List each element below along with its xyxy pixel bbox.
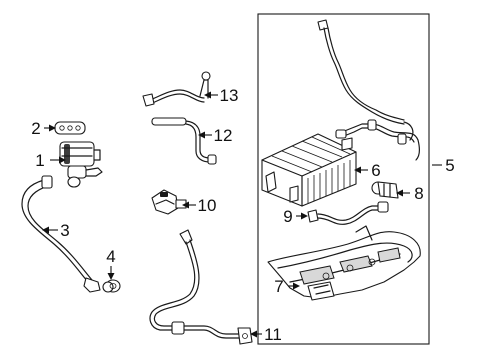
callout-10: 10 — [198, 196, 217, 215]
callout-2: 2 — [31, 119, 40, 138]
part-1-purge-valve — [59, 141, 103, 188]
part-12-vacuum-line — [151, 117, 217, 165]
part-11-hose — [149, 229, 253, 345]
assembly-box — [257, 13, 430, 345]
callout-5: 5 — [445, 156, 454, 175]
callout-13: 13 — [220, 86, 239, 105]
callout-4: 4 — [106, 247, 115, 266]
part-5-top-hose — [317, 19, 420, 161]
callout-9: 9 — [283, 207, 292, 226]
callout-6: 6 — [371, 161, 380, 180]
part-10-connector — [151, 189, 187, 215]
part-8-valve — [371, 181, 399, 199]
part-7-tray — [267, 225, 421, 301]
callout-11: 11 — [264, 325, 282, 344]
part-3-hose — [21, 175, 101, 293]
part-4-fitting — [102, 279, 121, 293]
part-13-tube — [142, 71, 211, 107]
callout-3: 3 — [60, 221, 69, 240]
callout-8: 8 — [414, 184, 423, 203]
callout-7: 7 — [274, 277, 283, 296]
callout-1: 1 — [35, 151, 44, 170]
part-9-line — [307, 201, 389, 225]
part-2-gasket — [54, 121, 86, 135]
part-6-canister — [261, 133, 357, 207]
callout-12: 12 — [214, 126, 233, 145]
